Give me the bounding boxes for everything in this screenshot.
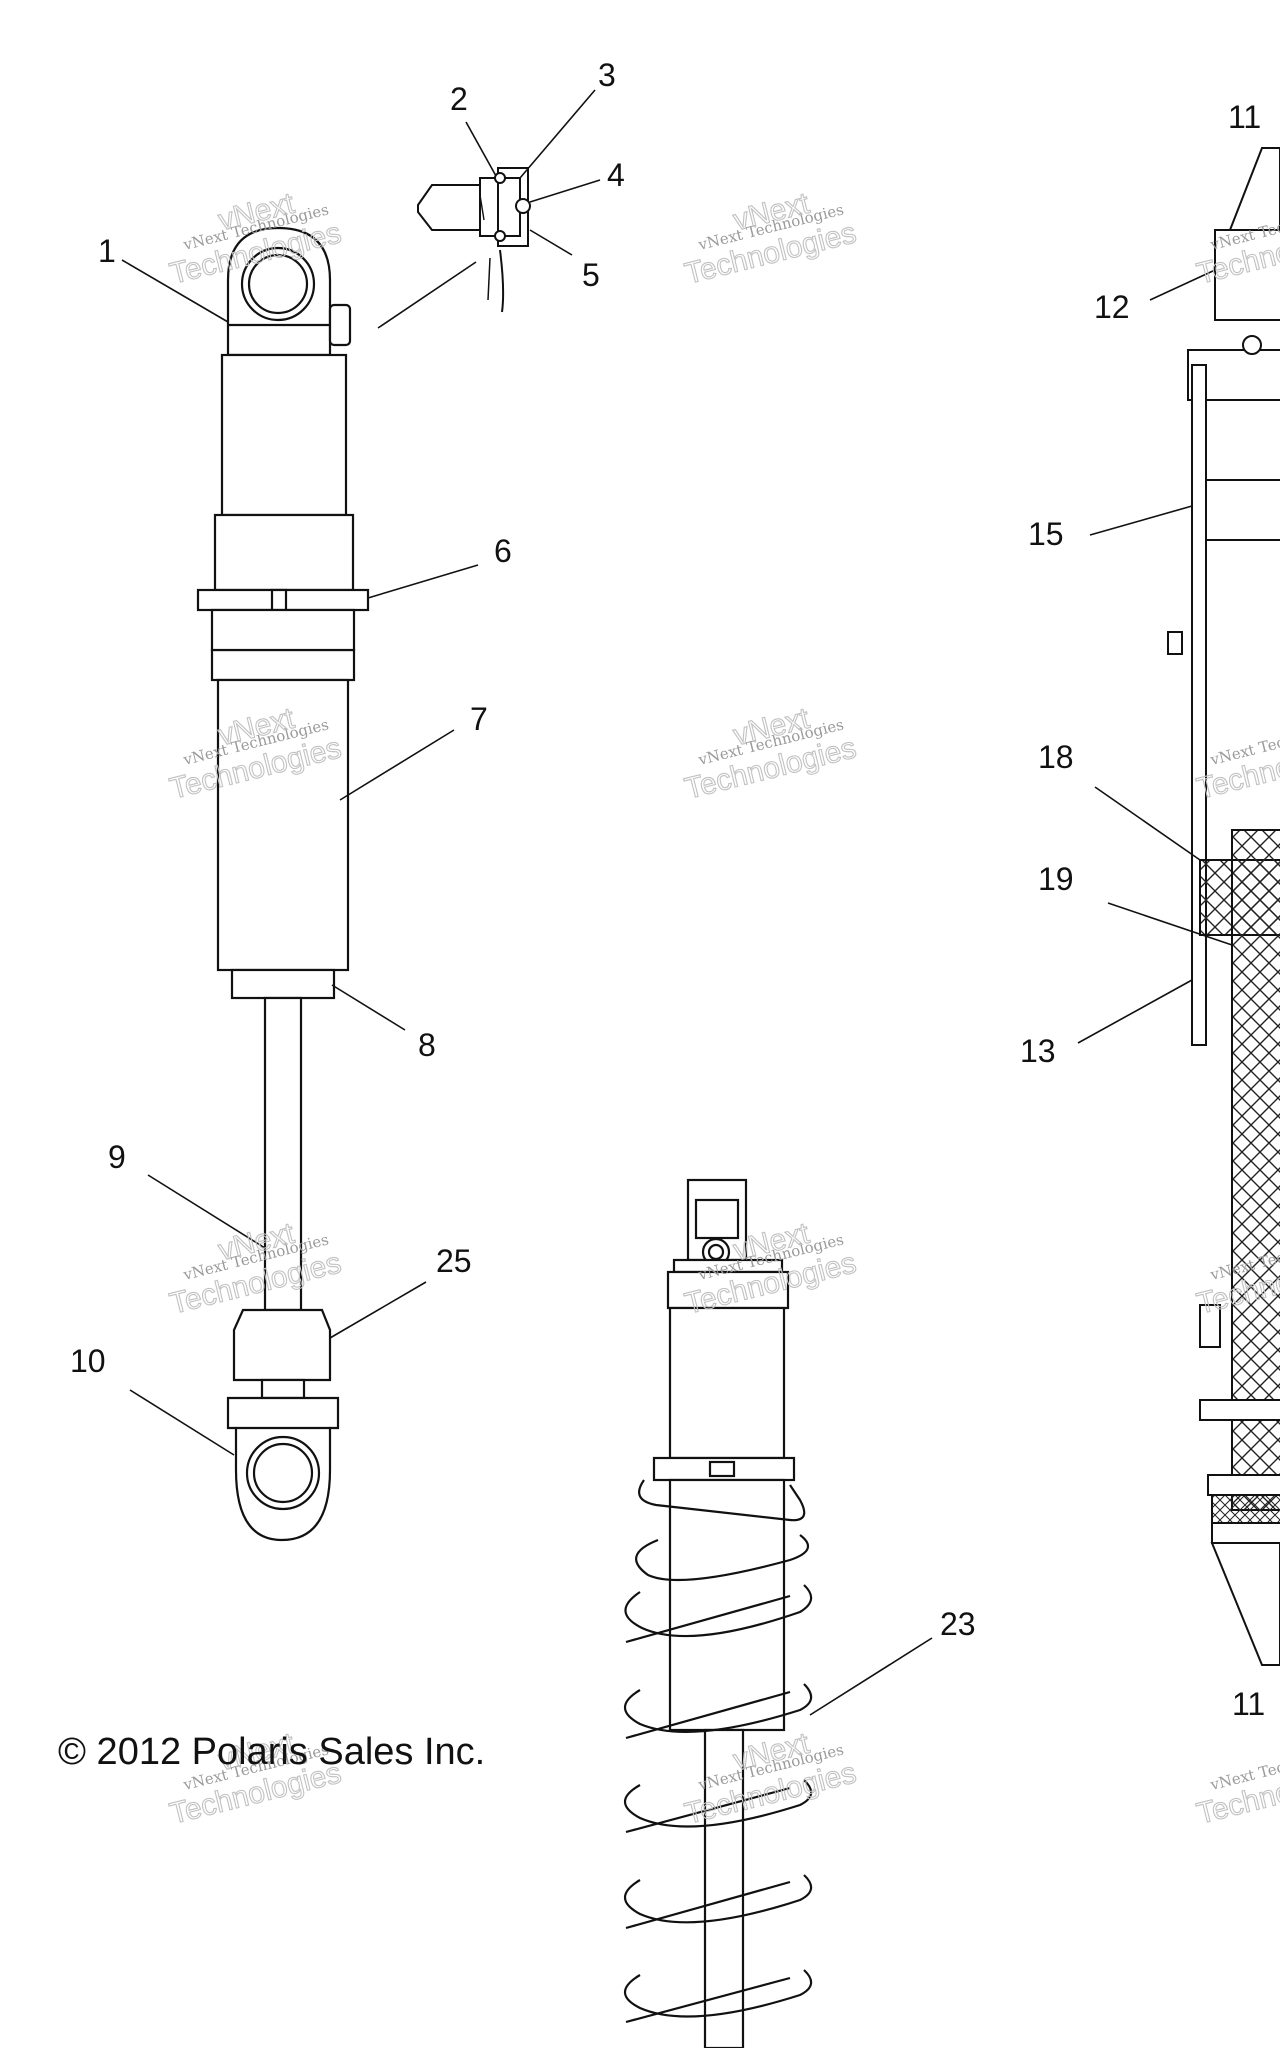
callout-25: 25 xyxy=(436,1243,472,1279)
callout-7: 7 xyxy=(470,701,488,737)
callout-8: 8 xyxy=(418,1027,436,1063)
callout-2: 2 xyxy=(450,81,468,117)
callout-13: 13 xyxy=(1020,1033,1056,1069)
callout-19: 19 xyxy=(1038,861,1074,897)
callout-10: 10 xyxy=(70,1343,106,1379)
callout-11-top: 11 xyxy=(1228,99,1261,135)
callout-labels: 1 2 3 4 5 6 7 8 9 10 25 23 11 11 12 15 1… xyxy=(70,57,1265,1722)
upper-body xyxy=(220,353,348,517)
leader-lines xyxy=(121,89,1233,1716)
callout-3: 3 xyxy=(598,57,616,93)
left-shock-assembly xyxy=(196,226,370,1542)
callout-12: 12 xyxy=(1094,289,1130,325)
bumper-part-25 xyxy=(232,1308,332,1382)
watermark: vNext Technologies vNext Technologies xyxy=(681,1726,860,1831)
seal-head-part-8 xyxy=(230,968,336,1000)
callout-1: 1 xyxy=(98,233,116,269)
shock-body-part-7 xyxy=(216,678,350,972)
callout-11-bottom: 11 xyxy=(1232,1686,1265,1722)
coilover-shock-assembly xyxy=(652,1178,796,2048)
watermark: vNext Technologies vNext Technologies xyxy=(681,186,860,291)
callout-23: 23 xyxy=(940,1606,976,1642)
watermark: vNext Technologies vNext Technologies xyxy=(681,701,860,806)
watermark: vNext Technologies Technologies xyxy=(1193,1740,1280,1831)
callout-6: 6 xyxy=(494,533,512,569)
callout-5: 5 xyxy=(582,257,600,293)
callout-15: 15 xyxy=(1028,516,1064,552)
callout-9: 9 xyxy=(108,1139,126,1175)
callout-4: 4 xyxy=(607,157,625,193)
watermark: vNext Technologies vNext Technologies xyxy=(166,1216,345,1321)
spring-part-23 xyxy=(623,1479,813,2024)
section-view-shock xyxy=(1167,147,1280,1666)
copyright-notice: © 2012 Polaris Sales Inc. xyxy=(58,1731,485,1773)
callout-18: 18 xyxy=(1038,739,1074,775)
valve-detail xyxy=(417,167,531,313)
